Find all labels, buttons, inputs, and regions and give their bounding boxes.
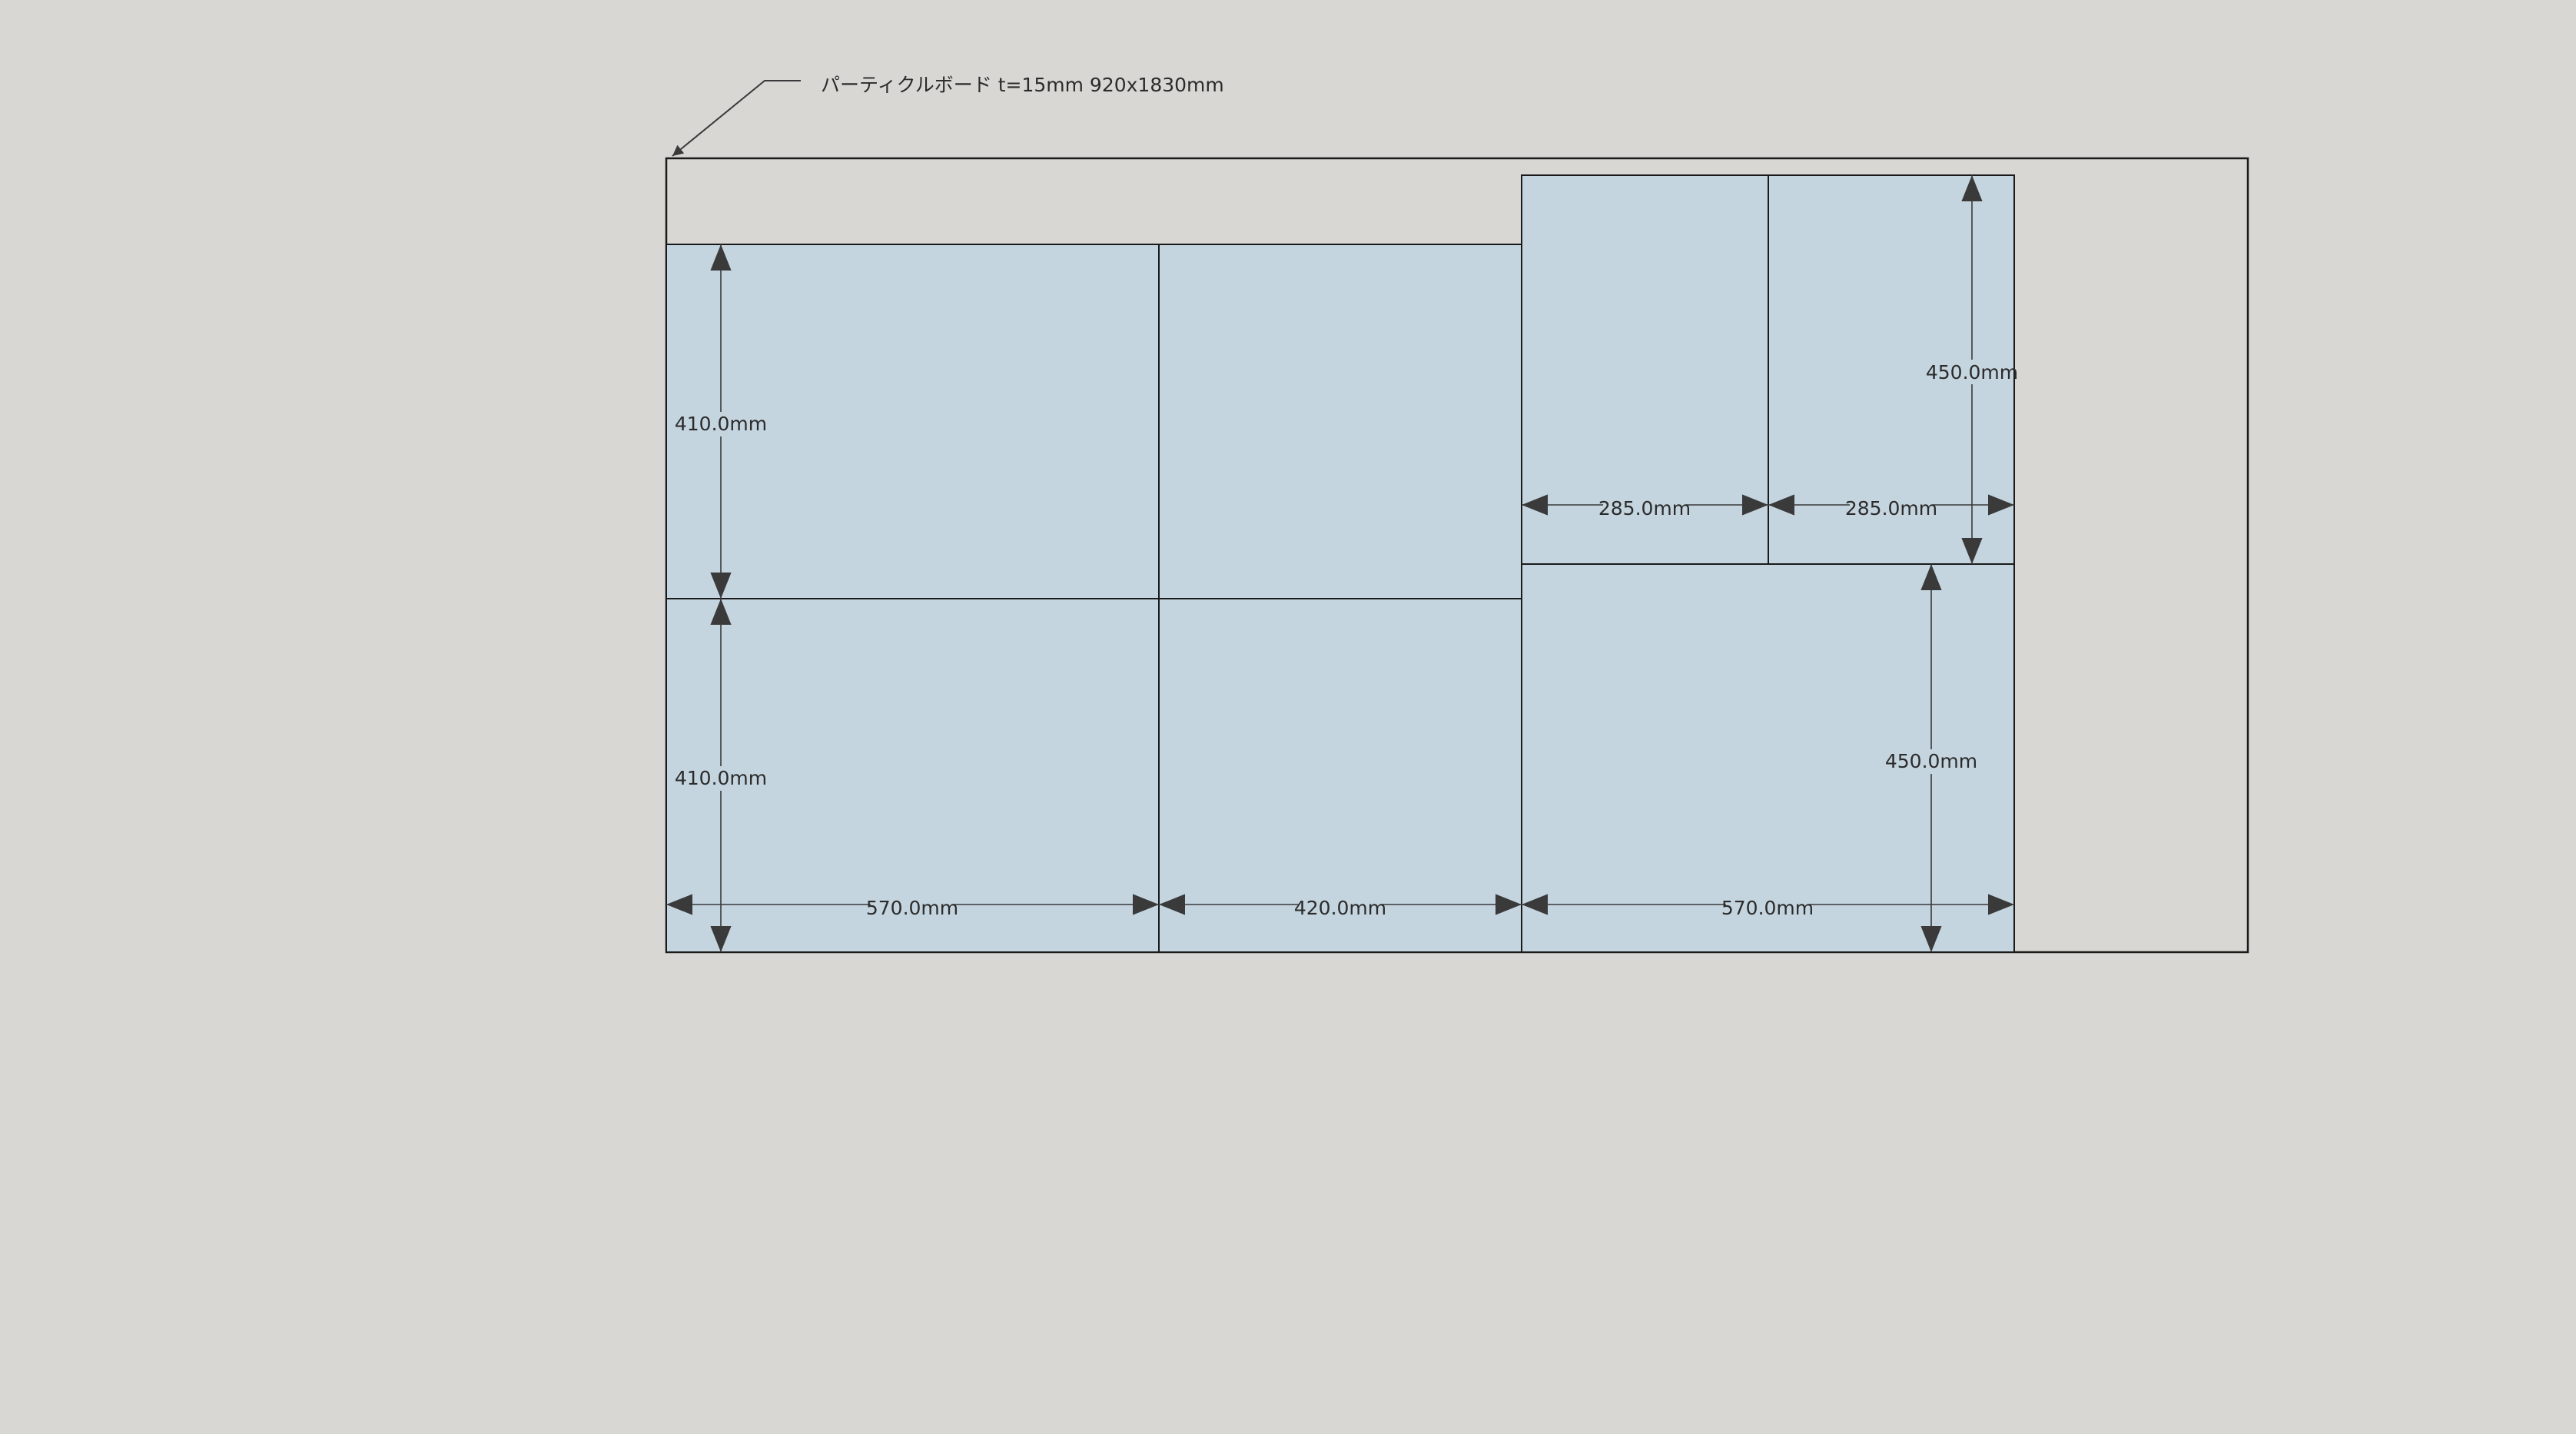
dim-label-bg [1850, 496, 1933, 519]
dim-label-right-top-width-a: 285.0mm [1598, 497, 1691, 519]
dim-label-bg [679, 766, 762, 791]
dim-label-bg [871, 896, 954, 919]
dim-label-bg [1890, 749, 1973, 774]
material-label: パーティクルボード t=15mm 920x1830mm [821, 74, 1224, 96]
dim-label-right-top-height: 450.0mm [1926, 361, 2018, 383]
label-leader-line [672, 80, 801, 157]
dim-label-right-top-width-b: 285.0mm [1845, 497, 1937, 519]
dim-label-bg [679, 412, 762, 437]
dim-label-bg [1930, 360, 2013, 384]
piece-left-top-b [1158, 244, 1522, 599]
dim-label-bg [1603, 496, 1686, 519]
piece-left-bottom-b [1158, 598, 1522, 953]
dim-label-left-lower-height: 410.0mm [675, 767, 767, 789]
dim-label-right-bottom-height: 450.0mm [1885, 750, 1977, 772]
dim-label-bg [1299, 896, 1382, 919]
dim-label-width-second: 420.0mm [1294, 897, 1386, 919]
dim-label-bg [1726, 896, 1809, 919]
dim-label-width-first: 570.0mm [866, 897, 958, 919]
dim-label-left-upper-height: 410.0mm [675, 413, 767, 435]
dim-label-width-third: 570.0mm [1721, 897, 1814, 919]
